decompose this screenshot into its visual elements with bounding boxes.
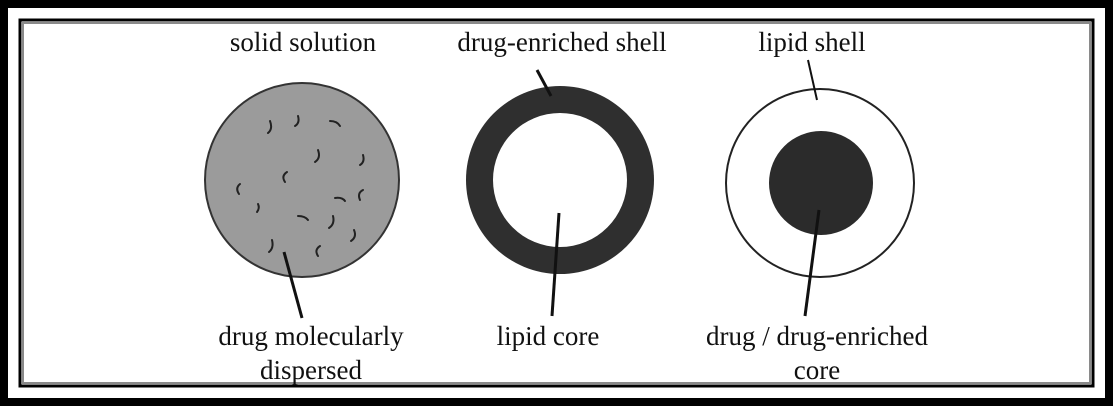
label-dispersed: dispersed: [260, 355, 362, 386]
label-lipid-shell: lipid shell: [758, 27, 865, 58]
label-core: core: [794, 355, 840, 386]
label-lipid-core: lipid core: [497, 321, 600, 352]
label-drug-enriched-shell: drug-enriched shell: [457, 27, 666, 58]
lipid-core: [493, 113, 627, 247]
label-drug-drug-enriched: drug / drug-enriched: [706, 321, 928, 352]
solid-solution-particle: [205, 83, 399, 277]
label-solid-solution: solid solution: [230, 27, 376, 58]
drug-enriched-core: [769, 131, 873, 235]
label-drug-molecularly: drug molecularly: [218, 321, 403, 352]
